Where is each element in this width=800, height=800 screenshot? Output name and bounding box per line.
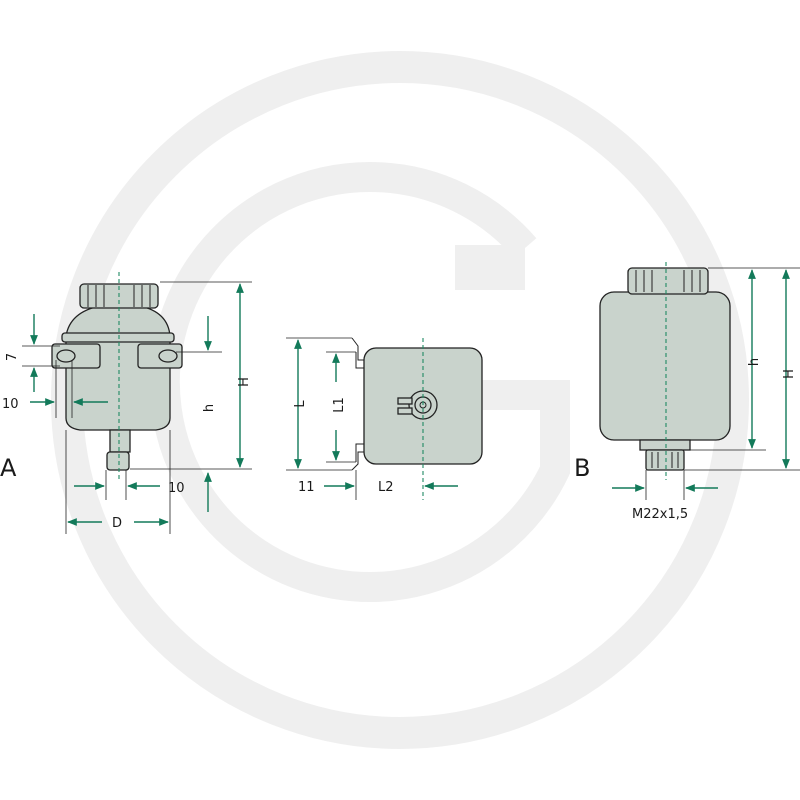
dim-L2-label: L2 xyxy=(378,480,394,495)
dim-B-h-label: h xyxy=(747,358,762,366)
dim-10-bottom-label: 10 xyxy=(168,481,185,496)
dim-thread-label: M22x1,5 xyxy=(632,507,688,522)
dim-B-H-label: H xyxy=(782,369,797,379)
dim-H-label: H xyxy=(237,377,252,387)
dim-10-left-label: 10 xyxy=(2,397,19,412)
dim-D-label: D xyxy=(112,516,122,531)
dimensions-a: H h 7 10 10 D xyxy=(2,281,252,534)
dim-7-label: 7 xyxy=(5,353,20,361)
dimensions-side: L L1 11 L2 xyxy=(286,337,458,500)
reservoir-side-drawing xyxy=(351,337,483,500)
reservoir-a-drawing xyxy=(51,272,183,482)
dimensions-b: H h M22x1,5 xyxy=(612,267,800,522)
view-b-label: B xyxy=(574,454,590,482)
reservoir-b-drawing xyxy=(599,262,731,480)
view-a-label: A xyxy=(0,454,17,482)
dim-h-label: h xyxy=(202,404,217,412)
dim-11-label: 11 xyxy=(298,480,315,495)
dim-L1-label: L1 xyxy=(332,397,347,413)
dim-L-label: L xyxy=(293,400,308,408)
